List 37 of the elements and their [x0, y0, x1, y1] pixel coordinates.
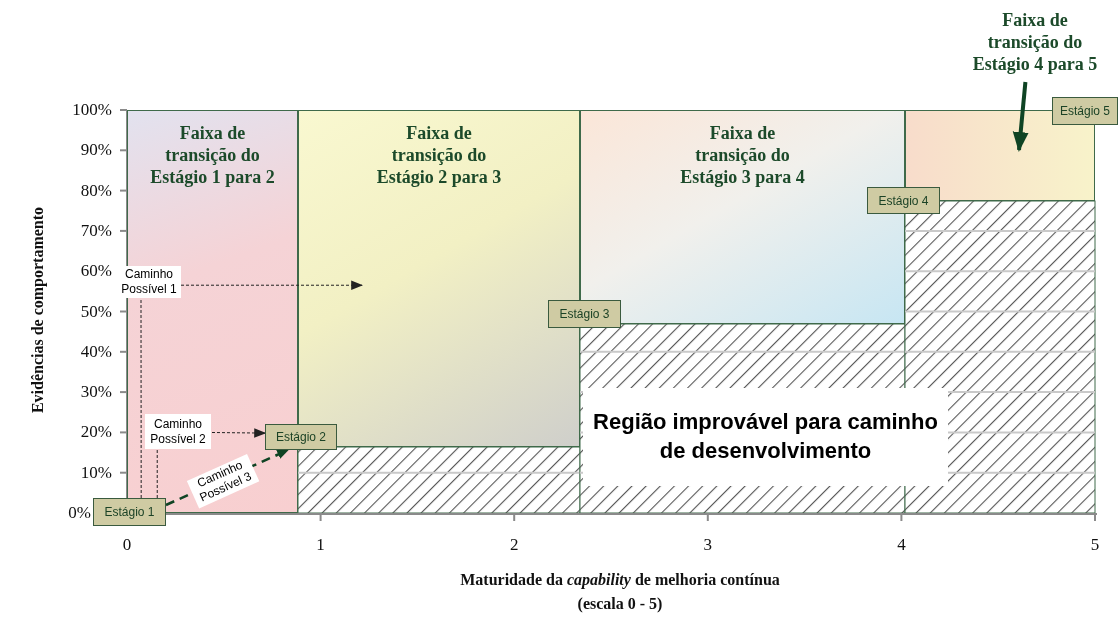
dashed-line	[140, 297, 142, 499]
stage-label: Estágio 1	[93, 498, 166, 526]
axis-title: Maturidade da capability de melhoria contínua	[460, 571, 780, 589]
stage-label: Estágio 2	[265, 424, 337, 450]
stage-label: Estágio 5	[1052, 97, 1118, 125]
tick-label: 80%	[80, 180, 112, 201]
band-title: Faixa de transição do Estágio 1 para 2	[149, 123, 276, 189]
path-label: Caminho Possível 2	[145, 414, 211, 449]
tick-label: 5	[1090, 535, 1100, 555]
tick-label: 10%	[80, 462, 112, 483]
arrow	[1012, 81, 1029, 153]
tick-label: 100%	[72, 100, 112, 120]
stage-label: Estágio 4	[867, 187, 940, 214]
tick-label: 0%	[68, 503, 91, 523]
tick-label: 0	[122, 535, 132, 555]
dashed-line	[156, 449, 158, 499]
note-box: Região improvável para caminho de desenvolvimento	[583, 388, 948, 486]
arrow	[211, 428, 267, 438]
arrow	[180, 280, 364, 291]
tick-label: 90%	[80, 140, 112, 161]
tick-label: 4	[897, 535, 906, 555]
axis-title: Evidências de comportamento	[29, 206, 47, 414]
tick-label: 1	[316, 535, 325, 555]
tick-label: 2	[509, 535, 519, 555]
tick-label: 20%	[80, 422, 112, 443]
band-title: Faixa de transição do Estágio 3 para 4	[679, 123, 806, 189]
tick-label: 3	[703, 535, 713, 555]
tick-label: 30%	[80, 382, 112, 403]
tick-label: 40%	[80, 341, 112, 362]
tick-label: 50%	[80, 301, 112, 322]
band-title: Faixa de transição do Estágio 4 para 5	[971, 10, 1099, 76]
axis-title: (escala 0 - 5)	[577, 595, 663, 613]
path-label: Caminho Possível 1	[117, 266, 181, 298]
stage-label: Estágio 3	[548, 300, 621, 328]
tick-label: 70%	[80, 220, 112, 241]
tick-label: 60%	[80, 261, 112, 282]
band-title: Faixa de transição do Estágio 2 para 3	[375, 123, 503, 189]
